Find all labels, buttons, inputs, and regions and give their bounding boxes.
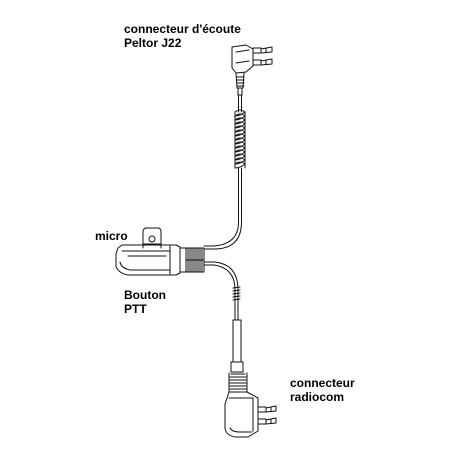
mic-element bbox=[143, 228, 161, 248]
ptt-body bbox=[116, 245, 204, 275]
radiocom-connector bbox=[225, 320, 276, 437]
upper-cable bbox=[239, 95, 242, 112]
radiocom-ribs bbox=[229, 373, 247, 392]
ear-cable bbox=[204, 168, 242, 249]
radiocom-connector-label: connecteur radiocom bbox=[290, 376, 355, 404]
ptt-label-line2: PTT bbox=[124, 302, 147, 316]
radiocom-label-line2: radiocom bbox=[290, 390, 345, 404]
ptt-label-line1: Bouton bbox=[124, 288, 166, 302]
peltor-label-line1: connecteur d'écoute bbox=[124, 22, 241, 36]
radiocom-label-line1: connecteur bbox=[290, 376, 355, 390]
coiled-cable bbox=[235, 110, 245, 168]
peltor-pins bbox=[253, 47, 272, 65]
peltor-label-line2: Peltor J22 bbox=[124, 36, 182, 50]
micro-label: micro bbox=[95, 229, 128, 243]
micro-label-line1: micro bbox=[95, 229, 128, 243]
ptt-button-label: Bouton PTT bbox=[124, 288, 166, 316]
peltor-connector bbox=[232, 45, 272, 95]
ptt-collar-ribs bbox=[186, 248, 204, 272]
radio-cable bbox=[204, 262, 240, 320]
radiocom-pins bbox=[258, 406, 276, 424]
peltor-connector-label: connecteur d'écoute Peltor J22 bbox=[124, 22, 241, 50]
